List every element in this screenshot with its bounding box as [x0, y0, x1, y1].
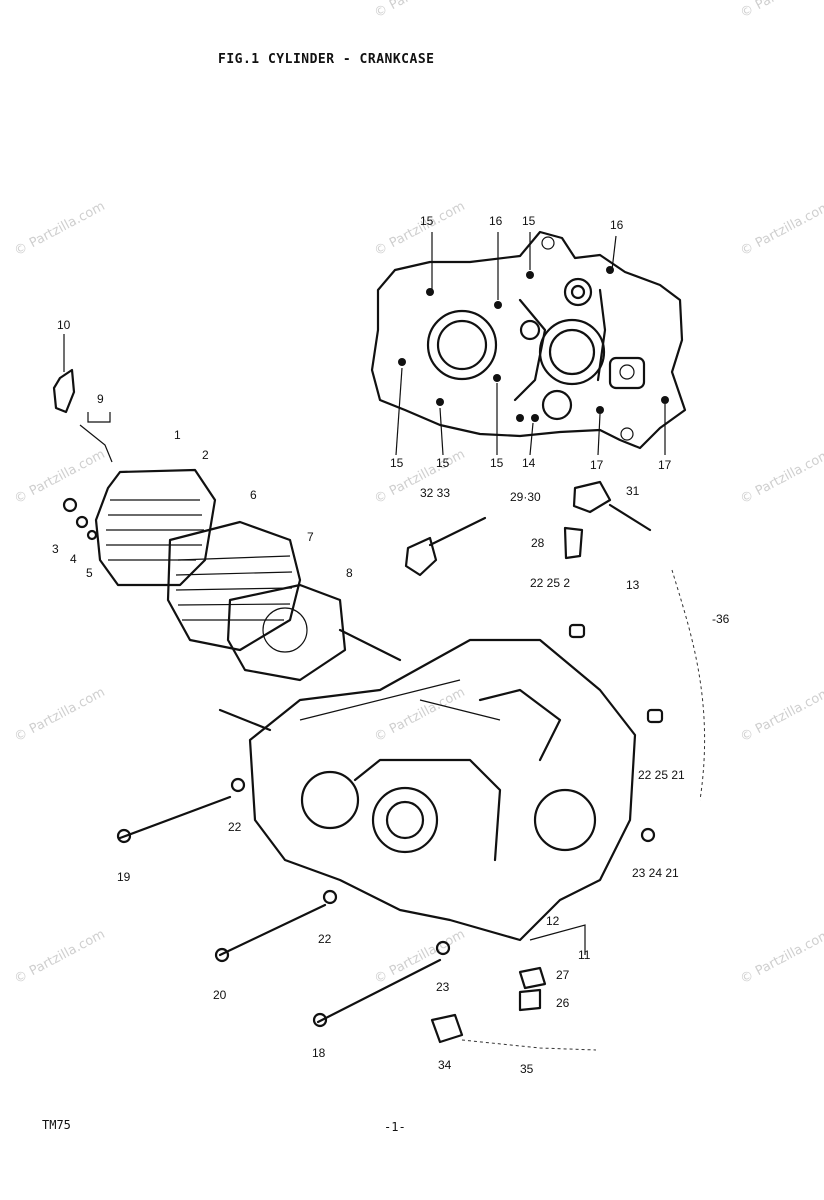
callout-35: 35 [520, 1062, 534, 1076]
callout-15-e: 15 [490, 456, 504, 470]
callout-15-b: 15 [522, 214, 536, 228]
callout-10: 10 [57, 318, 71, 332]
callout-15-d: 15 [436, 456, 450, 470]
callout-17-b: 17 [658, 458, 672, 472]
callout-22-25-21: 22 25 21 [638, 768, 685, 782]
callout-13: 13 [626, 578, 640, 592]
callout-4: 4 [70, 552, 77, 566]
callout-28: 28 [531, 536, 545, 550]
callout-29-30: 29·30 [510, 490, 541, 504]
callout-34: 34 [438, 1058, 452, 1072]
callout-8: 8 [346, 566, 353, 580]
callout-27: 27 [556, 968, 570, 982]
callout-31: 31 [626, 484, 640, 498]
callout-26: 26 [556, 996, 570, 1010]
callout-20: 20 [213, 988, 227, 1002]
callout-16-a: 16 [489, 214, 503, 228]
callout-6: 6 [250, 488, 257, 502]
callout-22-b: 22 [318, 932, 332, 946]
callout-9: 9 [97, 392, 104, 406]
figure-title: FIG.1 CYLINDER - CRANKCASE [218, 52, 435, 67]
callout-12: 12 [546, 914, 560, 928]
callout-23: 23 [436, 980, 450, 994]
callout-15-a: 15 [420, 214, 434, 228]
model-code: TM75 [42, 1118, 71, 1132]
spark-plug-cap [52, 368, 113, 541]
callout-17-a: 17 [590, 458, 604, 472]
crankcase-bolts [116, 628, 656, 1028]
callout-11: 11 [578, 948, 591, 962]
callout-5: 5 [86, 566, 93, 580]
callout-1: 1 [174, 428, 181, 442]
callout-14: 14 [522, 456, 536, 470]
page-number: -1- [384, 1120, 406, 1134]
callout-19: 19 [117, 870, 131, 884]
callout-2: 2 [202, 448, 209, 462]
callout-15-c: 15 [390, 456, 404, 470]
crankcase-half-view [370, 230, 687, 450]
callout-32-33: 32 33 [420, 486, 451, 500]
callout-18: 18 [312, 1046, 326, 1060]
callout-3: 3 [52, 542, 59, 556]
leader-lines [63, 232, 666, 456]
callout-23-24-21: 23 24 21 [632, 866, 679, 880]
callout-16-b: 16 [610, 218, 624, 232]
small-parts [404, 480, 706, 1051]
callout-7: 7 [307, 530, 314, 544]
cylinder-head-view [94, 468, 347, 682]
callout-22-25-2: 22 25 2 [530, 576, 571, 590]
callout-22-a: 22 [228, 820, 242, 834]
crankcase-assembly [248, 623, 664, 942]
callout-36: -36 [712, 612, 730, 626]
